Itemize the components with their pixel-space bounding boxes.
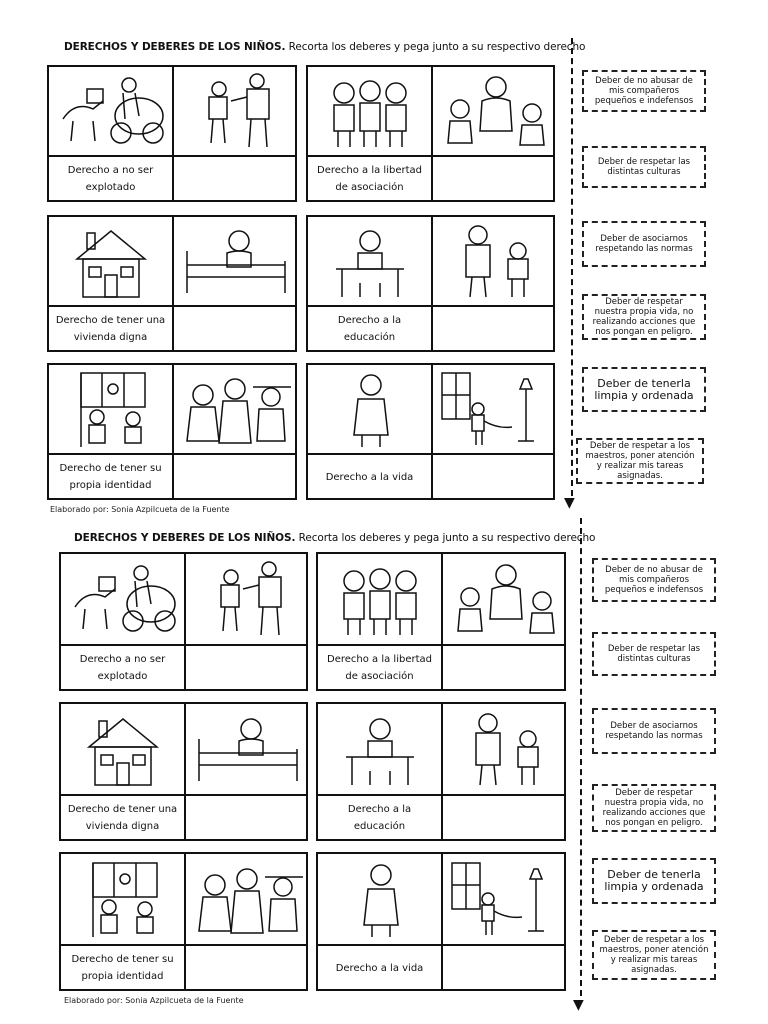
right-label-line1: Derecho a la libertad [317,164,422,176]
right-label-line1: Derecho a la [337,314,402,326]
credit-footer: Elaborado por: Sonia Azpilcueta de la Fu… [64,996,244,1005]
right-label: Derecho a la libertad de asociación [308,157,431,200]
right-label-line1: Derecho de tener una [67,803,178,815]
worksheet-top: DERECHOS Y DEBERES DE LOS NIÑOS. Recorta… [47,38,706,514]
teacher-and-student-illustration [452,708,558,790]
duty-strip[interactable]: Deber de no abusar de mis compañeros peq… [582,70,706,112]
credit-footer: Elaborado por: Sonia Azpilcueta de la Fu… [50,505,230,514]
right-label-line2: explotado [97,670,148,682]
cut-line [580,518,582,996]
right-card-life: Derecho a la vida [316,852,566,991]
right-label-line2: explotado [85,181,136,193]
right-label: Derecho a la vida [308,455,431,500]
duty-strip[interactable]: Deber de respetar nuestra propia vida, n… [582,294,706,340]
worksheet-bottom: DERECHOS Y DEBERES DE LOS NIÑOS. Recorta… [0,512,768,1024]
duty-strip[interactable]: Deber de tenerla limpia y ordenada [592,858,716,904]
right-label-line2: de asociación [335,181,404,193]
right-label: Derecho de tener una vivienda digna [49,307,172,350]
right-label: Derecho a la vida [318,946,441,991]
right-label-line1: Derecho a la libertad [327,653,432,665]
right-label: Derecho a no ser explotado [61,646,184,689]
duty-strip[interactable]: Deber de tenerla limpia y ordenada [582,367,706,412]
child-near-outlet-illustration [448,858,560,940]
right-card-education: Derecho a la educación [316,702,566,841]
right-label-line1: Derecho a la [347,803,412,815]
child-in-bed-illustration [193,708,303,790]
child-near-outlet-illustration [438,369,550,449]
right-card-education: Derecho a la educación [306,215,555,352]
right-card-exploitation: Derecho a no ser explotado [47,65,297,202]
right-label-line2: vivienda digna [85,820,160,832]
right-label-line2: educación [343,331,396,343]
cut-line [571,38,573,496]
worksheet-title: DERECHOS Y DEBERES DE LOS NIÑOS. Recorta… [74,532,595,544]
child-in-bed-illustration [181,221,291,301]
title-instruction: Recorta los deberes y pega junto a su re… [298,532,596,544]
right-label-line2: de asociación [345,670,414,682]
right-label-line1: Derecho a no ser [79,653,166,665]
duty-strip[interactable]: Deber de respetar a los maestros, poner … [576,438,704,484]
right-label-line1: Derecho a la vida [335,963,424,974]
adult-and-child-illustration [191,558,303,640]
right-label: Derecho a la libertad de asociación [318,646,441,689]
three-children-hugging-illustration [324,558,436,640]
title-instruction: Recorta los deberes y pega junto a su re… [288,41,586,53]
right-label-line1: Derecho de tener una [55,314,166,326]
house-illustration [81,710,165,790]
right-card-housing: Derecho de tener una vivienda digna [59,702,308,841]
right-label: Derecho de tener su propia identidad [61,946,184,989]
duty-strip[interactable]: Deber de respetar las distintas culturas [592,632,716,676]
child-labor-cart-illustration [65,558,181,640]
children-sharing-illustration [448,558,560,640]
children-in-costumes-illustration [191,858,305,940]
right-label: Derecho a la educación [308,307,431,350]
children-with-flag-illustration [79,858,175,940]
duty-strip[interactable]: Deber de respetar nuestra propia vida, n… [592,784,716,832]
girl-illustration [348,858,414,940]
duty-strip[interactable]: Deber de respetar las distintas culturas [582,146,706,188]
girl-illustration [338,369,404,449]
duty-strip[interactable]: Deber de respetar a los maestros, poner … [592,930,716,980]
right-card-association: Derecho a la libertad de asociación [316,552,566,691]
worksheet-title: DERECHOS Y DEBERES DE LOS NIÑOS. Recorta… [64,41,585,53]
right-label-line1: Derecho de tener su [59,462,162,474]
three-children-hugging-illustration [314,71,426,151]
duty-strip[interactable]: Deber de no abusar de mis compañeros peq… [592,558,716,602]
right-label-line1: Derecho de tener su [71,953,174,965]
children-sharing-illustration [438,71,550,151]
right-label-line2: propia identidad [69,479,152,491]
child-labor-cart-illustration [53,71,169,151]
right-label: Derecho de tener una vivienda digna [61,796,184,839]
child-at-desk-illustration [332,710,428,790]
title-heading: DERECHOS Y DEBERES DE LOS NIÑOS. [64,41,286,53]
children-in-costumes-illustration [179,369,293,449]
duty-strip[interactable]: Deber de asociarnos respetando las norma… [582,221,706,267]
right-card-association: Derecho a la libertad de asociación [306,65,555,202]
adult-and-child-illustration [179,71,291,151]
right-card-life: Derecho a la vida [306,363,555,500]
chevron-down-icon: ▼ [564,495,575,511]
right-label-line1: Derecho a no ser [67,164,154,176]
right-label: Derecho a no ser explotado [49,157,172,200]
right-label-line2: vivienda digna [73,331,148,343]
right-label-line2: propia identidad [81,970,164,982]
duty-strip[interactable]: Deber de asociarnos respetando las norma… [592,708,716,754]
house-illustration [69,223,153,301]
right-label-line2: educación [353,820,406,832]
right-card-exploitation: Derecho a no ser explotado [59,552,308,691]
right-label-line1: Derecho a la vida [325,472,414,483]
right-label: Derecho de tener su propia identidad [49,455,172,498]
right-card-identity: Derecho de tener su propia identidad [47,363,297,500]
title-heading: DERECHOS Y DEBERES DE LOS NIÑOS. [74,532,296,544]
teacher-and-student-illustration [442,221,548,301]
right-label: Derecho a la educación [318,796,441,839]
children-with-flag-illustration [67,369,163,449]
chevron-down-icon: ▼ [573,997,584,1013]
right-card-housing: Derecho de tener una vivienda digna [47,215,297,352]
child-at-desk-illustration [322,223,418,301]
right-card-identity: Derecho de tener su propia identidad [59,852,308,991]
